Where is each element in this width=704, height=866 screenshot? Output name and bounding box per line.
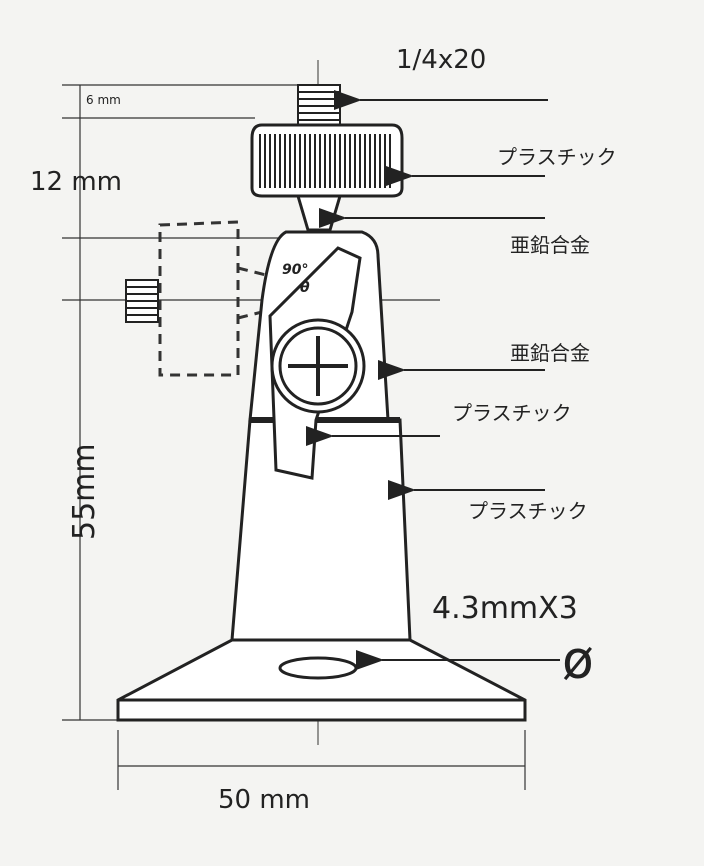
- diameter-symbol: ø: [562, 631, 594, 691]
- neck: [295, 194, 343, 232]
- tilt-theta-label: θ: [300, 280, 310, 296]
- body-material-label: プラスチック: [468, 499, 588, 523]
- pivot-material-label: 亜鉛合金: [510, 341, 590, 365]
- side-screw: [125, 279, 159, 323]
- knob-material-label: プラスチック: [497, 145, 617, 169]
- mounting-hole: [278, 656, 358, 680]
- hole-spec-label: 4.3mmX3: [432, 591, 578, 626]
- knurled-knob: [250, 123, 404, 198]
- body-height-label: 55mm: [67, 443, 102, 540]
- neck-material-label: 亜鉛合金: [510, 233, 590, 257]
- thread-spec-label: 1/4x20: [396, 45, 486, 75]
- tilt-angle-label: 90°: [282, 262, 308, 278]
- base-width-label: 50 mm: [218, 785, 310, 815]
- lever-material-label: プラスチック: [452, 401, 572, 425]
- thread-screw: [297, 84, 341, 126]
- base-plate: [116, 638, 527, 722]
- body: [230, 418, 412, 642]
- pivot-bolt: [270, 318, 366, 414]
- knob-height-label: 12 mm: [30, 167, 122, 197]
- callout-arrows: [306, 90, 560, 670]
- thread-length-label: 6 mm: [86, 93, 121, 107]
